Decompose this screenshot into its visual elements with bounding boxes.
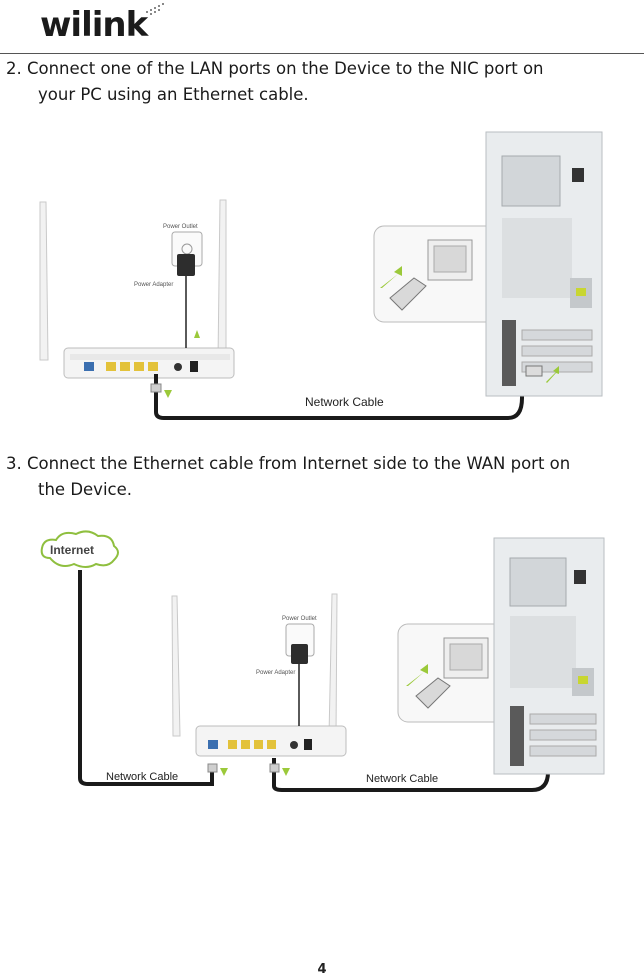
logo-wordmark: wilink bbox=[40, 5, 148, 45]
power-adapter bbox=[291, 644, 308, 664]
router-antenna-right bbox=[328, 593, 338, 737]
zoom-inset bbox=[373, 225, 541, 377]
power-adapter bbox=[177, 254, 195, 276]
header-rule bbox=[0, 53, 644, 54]
power-outlet-label: Power Outlet bbox=[163, 224, 198, 230]
wilink-logo: wilink bbox=[40, 2, 170, 46]
power-outlet-label: Power Outlet bbox=[282, 616, 317, 622]
wan-port bbox=[208, 740, 218, 749]
router-antenna-left bbox=[39, 201, 49, 361]
zoom-inset bbox=[397, 623, 519, 723]
lan-connection-diagram: Power Outlet Power Adapter Network Cable bbox=[39, 131, 603, 420]
wan-connection-diagram: Internet Power Outlet Power Adapter Netw… bbox=[40, 530, 605, 792]
step-3-text: 3. Connect the Ethernet cable from Inter… bbox=[6, 451, 642, 503]
step-3-line1: 3. Connect the Ethernet cable from Inter… bbox=[6, 454, 571, 473]
network-cable-wan bbox=[78, 570, 214, 786]
power-adapter-label: Power Adapter bbox=[256, 670, 295, 676]
page-number: 4 bbox=[317, 962, 327, 977]
step-2-line2: your PC using an Ethernet cable. bbox=[38, 85, 309, 104]
network-cable-lan bbox=[272, 754, 550, 792]
power-adapter-label: Power Adapter bbox=[134, 282, 173, 288]
wan-port bbox=[84, 362, 94, 371]
router-antenna-right bbox=[217, 199, 227, 361]
step-2-text: 2. Connect one of the LAN ports on the D… bbox=[6, 56, 642, 108]
step-3-line2: the Device. bbox=[38, 480, 132, 499]
internet-cloud: Internet bbox=[40, 530, 119, 568]
network-cable-label-right: Network Cable bbox=[366, 773, 438, 785]
internet-label: Internet bbox=[50, 543, 94, 557]
pc-tower bbox=[485, 131, 603, 397]
wifi-signal-icon bbox=[146, 3, 164, 15]
router-antenna-left bbox=[171, 595, 181, 737]
lan-ports bbox=[228, 740, 276, 749]
network-cable bbox=[154, 374, 524, 420]
step-2-line1: 2. Connect one of the LAN ports on the D… bbox=[6, 59, 544, 78]
network-cable-label: Network Cable bbox=[305, 395, 384, 409]
network-cable-label-left: Network Cable bbox=[106, 771, 178, 783]
lan-ports bbox=[106, 362, 158, 371]
pc-tower bbox=[493, 537, 605, 775]
